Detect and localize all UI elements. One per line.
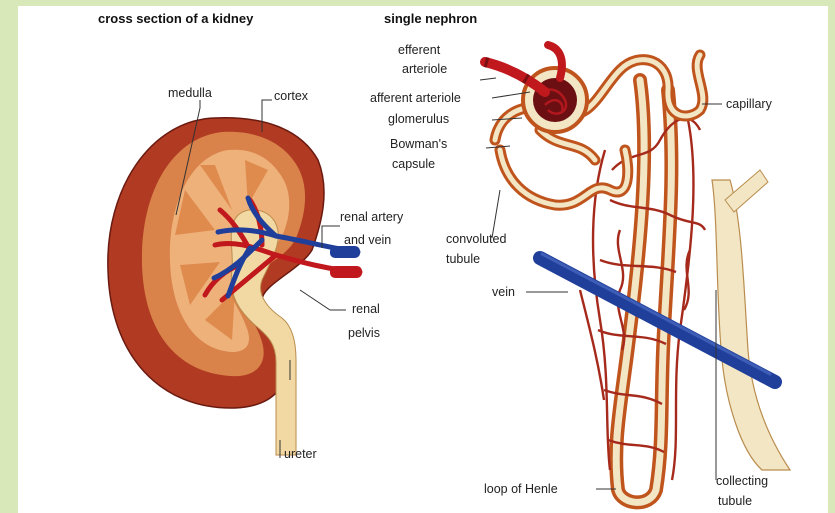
nephron — [485, 45, 790, 502]
kidney-title: cross section of a kidney — [98, 11, 253, 26]
label-bowman-2: capsule — [392, 157, 435, 171]
label-vein: vein — [492, 285, 515, 299]
label-convoluted-2: tubule — [446, 252, 480, 266]
label-bowman-1: Bowman's — [390, 137, 447, 151]
label-glomerulus: glomerulus — [388, 112, 449, 126]
label-cortex: cortex — [274, 89, 308, 103]
nephron-title: single nephron — [384, 11, 477, 26]
label-ureter: ureter — [284, 447, 317, 461]
label-collecting-2: tubule — [718, 494, 752, 508]
label-efferent-2: arteriole — [402, 62, 447, 76]
label-medulla: medulla — [168, 86, 212, 100]
label-renal-artery-1: renal artery — [340, 210, 403, 224]
label-loop-of-henle: loop of Henle — [484, 482, 558, 496]
kidney-cross-section — [108, 118, 362, 455]
label-convoluted-1: convoluted — [446, 232, 506, 246]
label-renal-artery-2: and vein — [344, 233, 391, 247]
label-collecting-1: collecting — [716, 474, 768, 488]
label-renal-pelvis-1: renal — [352, 302, 380, 316]
label-capillary: capillary — [726, 97, 772, 111]
label-efferent-1: efferent — [398, 43, 440, 57]
collecting-tubule — [712, 180, 790, 470]
label-afferent: afferent arteriole — [370, 91, 461, 105]
label-renal-pelvis-2: pelvis — [348, 326, 380, 340]
